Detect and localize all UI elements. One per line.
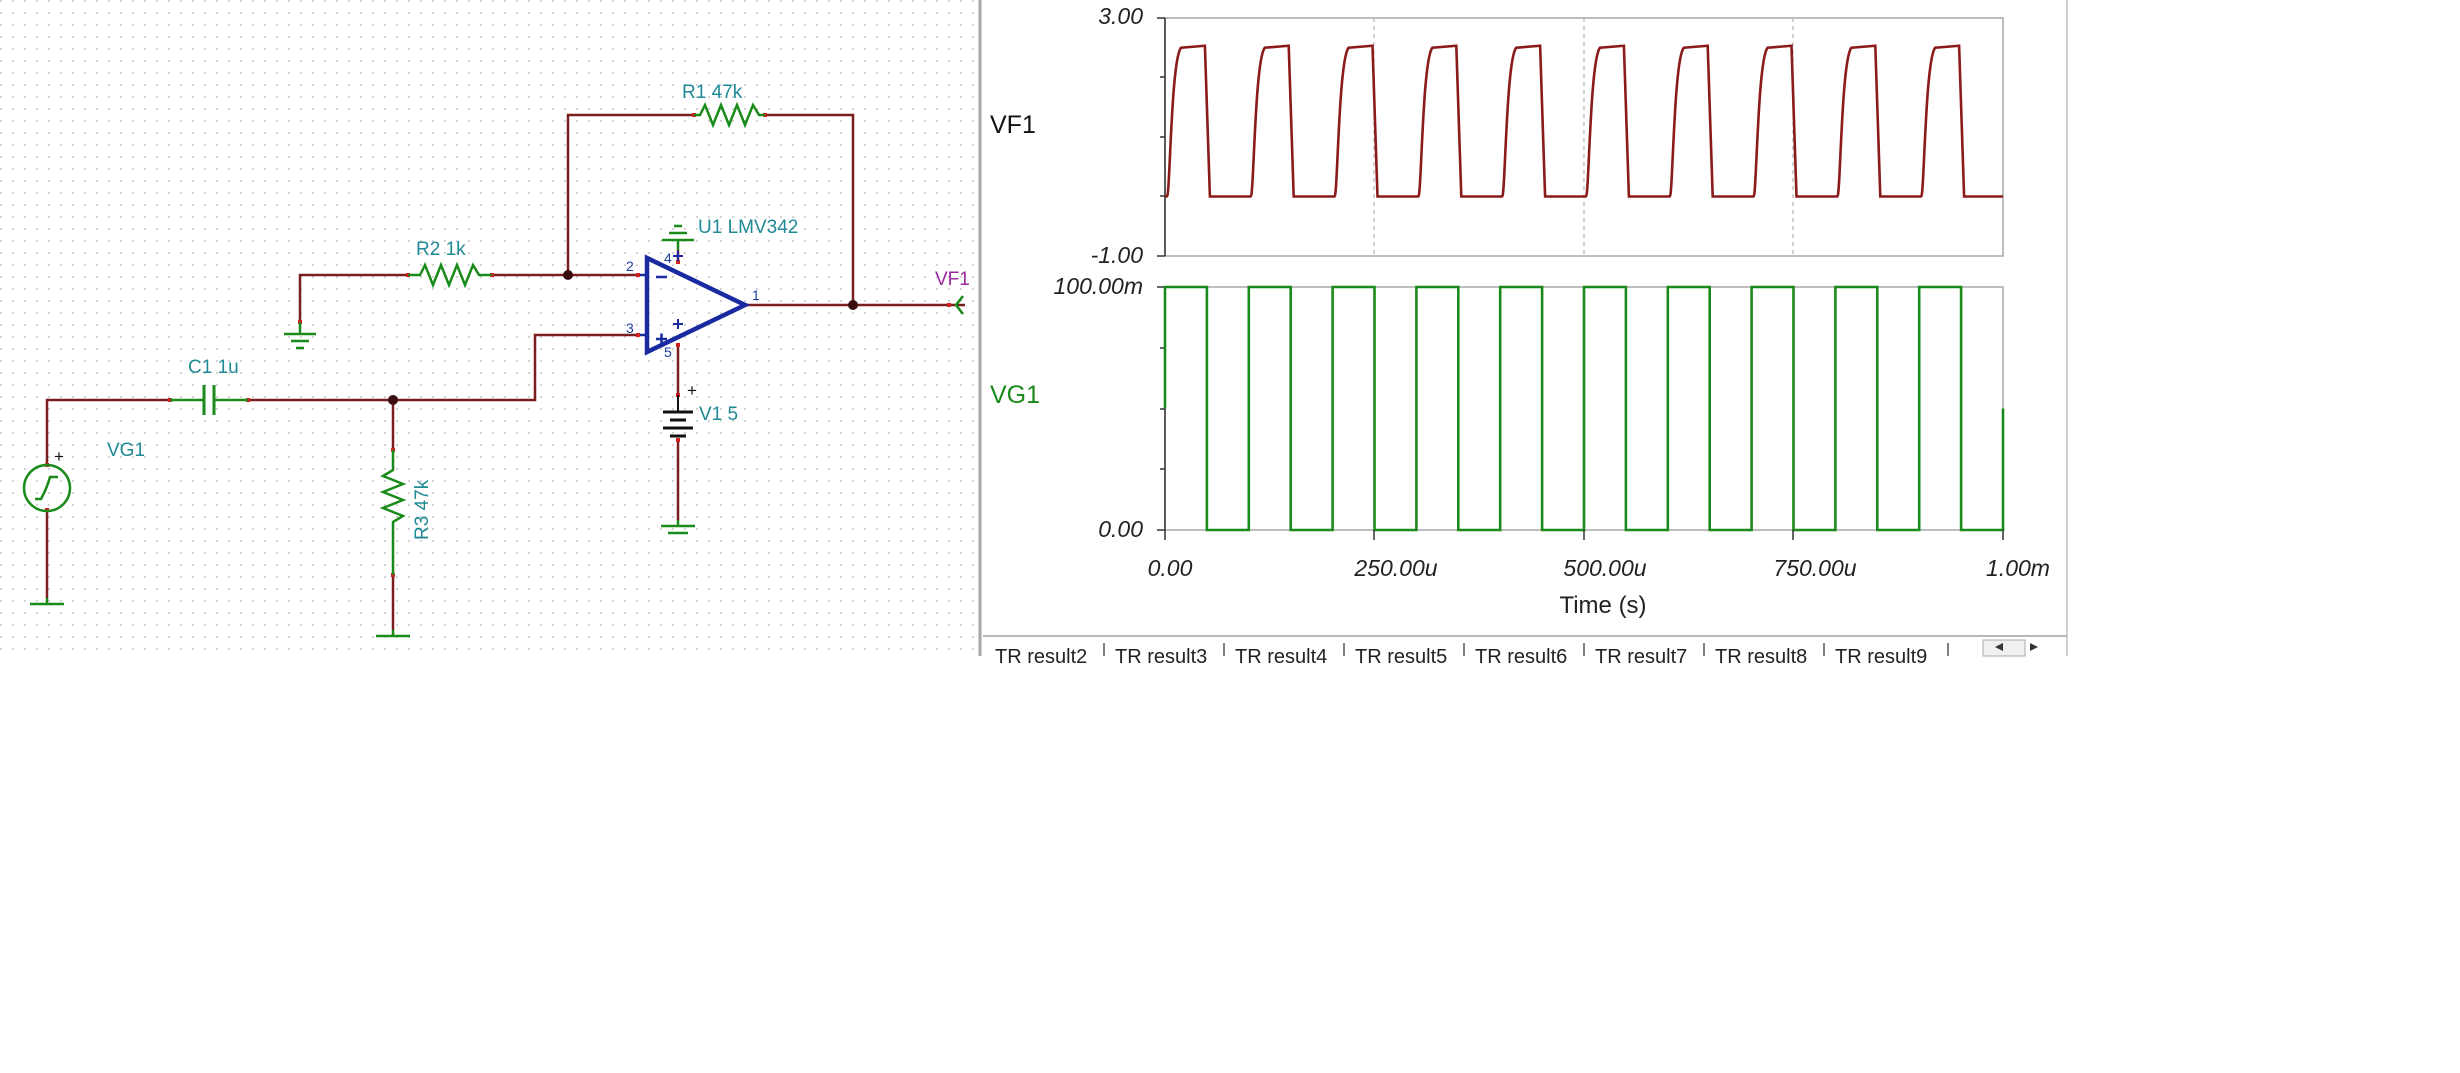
plot-vf1: 3.00 -1.00 VF1 bbox=[990, 3, 2004, 268]
svg-text:TR result6[interactable]: TR result6 bbox=[1475, 646, 1567, 668]
ground-icon bbox=[662, 224, 694, 250]
pin-2-label: 2 bbox=[626, 258, 634, 274]
x-axis-ticks bbox=[1164, 530, 2004, 540]
battery-v1[interactable]: + V1 5 bbox=[663, 381, 738, 438]
xtick-0: 0.00 bbox=[1148, 555, 1193, 581]
trace-vf1-line[interactable] bbox=[1165, 44, 2003, 198]
r3-label: R3 47k bbox=[412, 479, 433, 540]
tab-tr-result9[interactable]: TR result9 bbox=[1835, 646, 1927, 668]
plot-vg1-ytick-max: 100.00m bbox=[1053, 273, 1143, 299]
schematic-grid bbox=[0, 0, 977, 656]
tab-tr-result8[interactable]: TR result8 bbox=[1715, 646, 1807, 668]
plot-vf1-ytick-max: 3.00 bbox=[1098, 3, 1143, 29]
tab-scroll-right-icon[interactable] bbox=[2030, 643, 2038, 651]
c1-label: C1 1u bbox=[188, 357, 239, 378]
tab-tr-result7[interactable]: TR result7 bbox=[1595, 646, 1687, 668]
schematic-panel: R1 47k R2 1k R3 47k C1 1u + VG1 bbox=[0, 0, 982, 656]
v1-label: V1 5 bbox=[699, 404, 738, 425]
xtick-1: 250.00u bbox=[1353, 555, 1437, 581]
plot-vf1-y-ticks bbox=[1157, 17, 1165, 257]
plot-vg1: 100.00m 0.00 VG1 bbox=[990, 273, 2005, 542]
trace-name-vg1[interactable]: VG1 bbox=[990, 381, 1040, 409]
u1-label: U1 LMV342 bbox=[698, 217, 798, 238]
plot-vg1-y-ticks bbox=[1157, 286, 1165, 531]
step-icon bbox=[35, 475, 58, 501]
signal-generator-vg1[interactable]: + VG1 bbox=[22, 440, 145, 513]
resistor-r1[interactable]: R1 47k bbox=[682, 82, 765, 129]
svg-text:TR result2[interactable]: TR result2 bbox=[995, 646, 1087, 668]
svg-text:TR result5[interactable]: TR result5 bbox=[1355, 646, 1447, 668]
svg-text:TR result4[interactable]: TR result4 bbox=[1235, 646, 1327, 668]
svg-text:TR result8[interactable]: TR result8 bbox=[1715, 646, 1807, 668]
tab-tr-result5[interactable]: TR result5 bbox=[1355, 646, 1447, 668]
x-axis: 0.00 250.00u 500.00u 750.00u 1.00m Time … bbox=[1148, 530, 2050, 619]
trace-name-vf1[interactable]: VF1 bbox=[990, 111, 1036, 139]
pin-4-label: 4 bbox=[664, 250, 672, 266]
voltage-probe-vf1[interactable]: VF1 bbox=[935, 269, 970, 315]
vg1-label: VG1 bbox=[107, 440, 145, 461]
pin-5-label: 5 bbox=[664, 344, 672, 360]
tab-tr-result4[interactable]: TR result4 bbox=[1235, 646, 1327, 668]
plot-vf1-frame bbox=[1164, 17, 2004, 257]
ground-icon bbox=[30, 598, 64, 606]
junctions bbox=[388, 270, 858, 405]
ground-icon bbox=[284, 322, 316, 350]
svg-text:TR result9[interactable]: TR result9 bbox=[1835, 646, 1927, 668]
tab-tr-result2[interactable]: TR result2 bbox=[995, 646, 1087, 668]
vf1-label: VF1 bbox=[935, 269, 970, 290]
tab-scroll-buttons bbox=[1982, 639, 2026, 657]
graph-panel: 3.00 -1.00 VF1 100.00m 0.00 VG1 bbox=[983, 0, 2068, 668]
battery-plus-sign: + bbox=[687, 381, 697, 400]
pin-3-label: 3 bbox=[626, 320, 634, 336]
tab-tr-result3[interactable]: TR result3 bbox=[1115, 646, 1207, 668]
plot-vg1-ytick-min: 0.00 bbox=[1098, 516, 1143, 542]
svg-text:TR result7[interactable]: TR result7 bbox=[1595, 646, 1687, 668]
r2-label: R2 1k bbox=[416, 239, 466, 260]
xtick-4: 1.00m bbox=[1986, 555, 2050, 581]
tab-tr-result6[interactable]: TR result6 bbox=[1475, 646, 1567, 668]
ground-symbols bbox=[30, 224, 695, 638]
pin-1-label: 1 bbox=[752, 287, 760, 303]
tab-scroll-left-icon[interactable] bbox=[1995, 643, 2003, 651]
trace-vg1-line[interactable] bbox=[1163, 285, 2005, 532]
result-tabs: TR result2 TR result3 TR result4 TR resu… bbox=[983, 635, 2067, 668]
xtick-3: 750.00u bbox=[1773, 555, 1856, 581]
ground-icon bbox=[661, 520, 695, 535]
svg-text:TR result3[interactable]: TR result3 bbox=[1115, 646, 1207, 668]
ground-icon bbox=[376, 630, 410, 638]
xtick-2: 500.00u bbox=[1563, 555, 1646, 581]
opamp-u1[interactable]: 2 3 1 4 5 U1 LMV342 bbox=[626, 217, 798, 360]
plot-vf1-ytick-min: -1.00 bbox=[1091, 242, 1144, 268]
x-axis-label: Time (s) bbox=[1559, 592, 1646, 619]
r1-label: R1 47k bbox=[682, 82, 743, 103]
resistor-r3[interactable]: R3 47k bbox=[379, 450, 433, 575]
plus-sign: + bbox=[54, 447, 64, 466]
capacitor-c1[interactable]: C1 1u bbox=[170, 357, 248, 415]
resistor-r2[interactable]: R2 1k bbox=[408, 239, 492, 289]
